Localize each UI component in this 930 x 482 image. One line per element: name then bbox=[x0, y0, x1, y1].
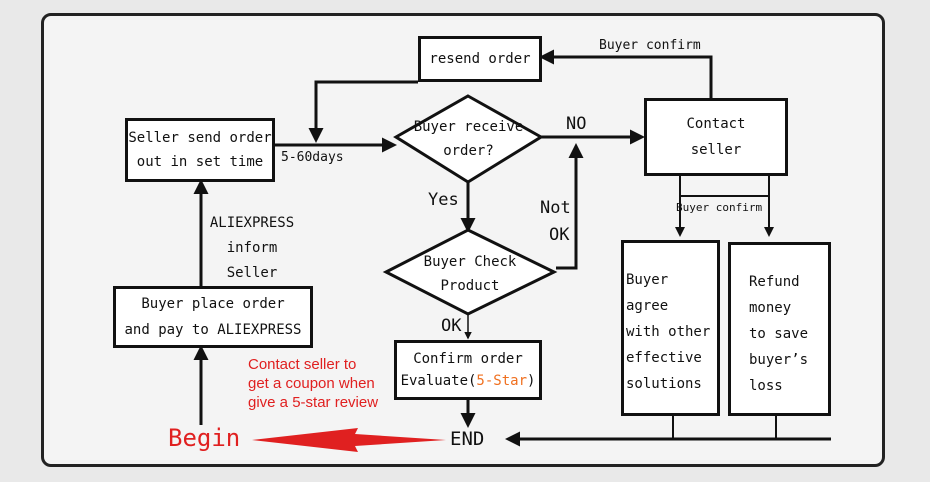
refund-line5: loss bbox=[749, 378, 783, 394]
label-ok-right: OK bbox=[549, 225, 570, 245]
contact-seller-line2: seller bbox=[690, 142, 742, 158]
aliexpress-line3: Seller bbox=[226, 265, 278, 281]
node-begin: Begin bbox=[168, 424, 241, 452]
node-refund-money: Refund money to save buyer’s loss bbox=[728, 242, 831, 416]
buyer-check-line2: Product bbox=[440, 278, 500, 294]
diamond-buyer-receive bbox=[393, 94, 544, 184]
confirm-order-line1: Confirm order bbox=[413, 351, 523, 367]
contact-seller-line1: Contact bbox=[686, 116, 746, 132]
buyer-place-line1: Buyer place order bbox=[141, 296, 285, 312]
node-buyer-place-order: Buyer place order and pay to ALIEXPRESS bbox=[113, 286, 313, 348]
buyer-agree-line2: with other bbox=[626, 324, 711, 340]
label-yes: Yes bbox=[428, 190, 459, 210]
confirm-close-paren: ) bbox=[527, 373, 536, 389]
buyer-agree-line4: solutions bbox=[626, 376, 702, 392]
arrow-options-to-end bbox=[672, 416, 776, 440]
node-resend-order: resend order bbox=[418, 36, 542, 82]
buyer-check-line1: Buyer Check bbox=[423, 254, 517, 270]
confirm-order-line2: Evaluate(5-Star) bbox=[401, 370, 536, 392]
refund-line1: Refund bbox=[749, 274, 800, 290]
node-buyer-check: Buyer Check Product bbox=[386, 250, 554, 298]
connector-refund-down bbox=[775, 416, 831, 440]
node-seller-send-order: Seller send order out in set time bbox=[125, 118, 275, 182]
confirm-evaluate-text: Evaluate( bbox=[400, 373, 477, 389]
node-confirm-order: Confirm order Evaluate(5-Star) bbox=[394, 340, 542, 400]
buyer-receive-line2: order? bbox=[443, 143, 494, 159]
label-ok-bottom: OK bbox=[441, 316, 462, 336]
arrow-not-ok-up bbox=[556, 143, 584, 270]
refund-line4: buyer’s bbox=[749, 352, 809, 368]
aliexpress-line1: ALIEXPRESS bbox=[209, 215, 295, 231]
coupon-line1: Contact seller to bbox=[248, 356, 357, 373]
label-not: Not bbox=[540, 198, 571, 218]
label-buyer-confirm-top: Buyer confirm bbox=[599, 38, 701, 53]
label-buyer-confirm-mid: Buyer confirm bbox=[676, 201, 763, 214]
coupon-line3: give a 5-star review bbox=[248, 394, 379, 411]
node-end: END bbox=[450, 428, 485, 450]
node-buyer-receive: Buyer receive order? bbox=[396, 115, 541, 163]
buyer-agree-line3: effective bbox=[626, 350, 702, 366]
seller-send-line1: Seller send order bbox=[128, 130, 272, 146]
node-contact-seller: Contact seller bbox=[644, 98, 788, 176]
refund-line2: money bbox=[749, 300, 792, 316]
coupon-line2: get a coupon when bbox=[248, 375, 375, 392]
node-buyer-agree: Buyer agree with other effective solutio… bbox=[621, 240, 720, 416]
label-coupon-note: Contact seller to get a coupon when give… bbox=[248, 355, 378, 412]
buyer-agree-line1: Buyer agree bbox=[626, 272, 669, 314]
label-5-60days: 5-60days bbox=[281, 150, 344, 165]
label-no: NO bbox=[566, 114, 587, 134]
arrow-resend-down bbox=[308, 80, 418, 143]
aliexpress-line2: inform bbox=[226, 240, 278, 256]
buyer-receive-line1: Buyer receive bbox=[413, 119, 524, 135]
node-resend-order-text: resend order bbox=[429, 51, 531, 67]
refund-line3: to save bbox=[749, 326, 809, 342]
seller-send-line2: out in set time bbox=[136, 154, 264, 170]
red-arrow-to-begin bbox=[252, 428, 446, 452]
label-aliexpress-inform: ALIEXPRESS inform Seller bbox=[207, 211, 297, 286]
arrow-contact-to-resend bbox=[539, 49, 713, 98]
five-star-text: 5-Star bbox=[476, 373, 527, 389]
diamond-buyer-check bbox=[382, 228, 558, 316]
buyer-place-line2: and pay to ALIEXPRESS bbox=[124, 322, 302, 338]
